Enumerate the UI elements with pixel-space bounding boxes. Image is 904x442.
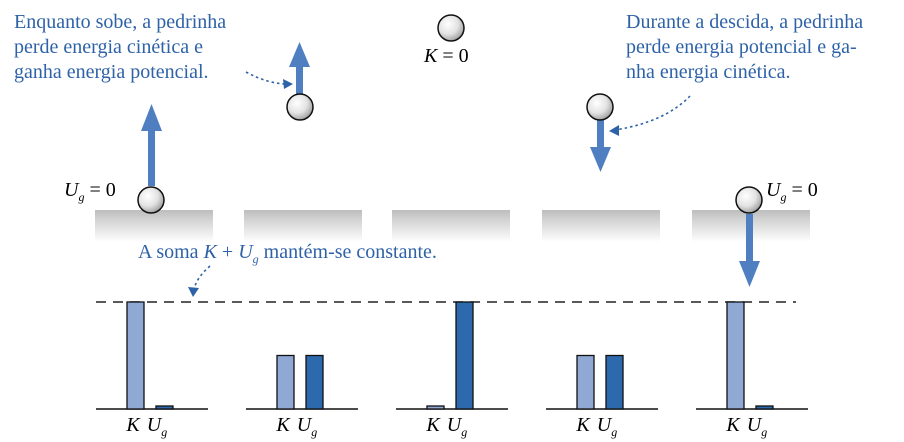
leader-rising-head bbox=[283, 79, 293, 89]
pebble-4 bbox=[586, 93, 614, 121]
pebbles bbox=[137, 14, 763, 214]
pebble-1 bbox=[137, 186, 165, 214]
bar-kinetic bbox=[126, 301, 145, 410]
bar-label-ug: Ug bbox=[447, 414, 467, 439]
sum-plus: + bbox=[216, 241, 239, 263]
bar-label-k: K bbox=[575, 414, 591, 436]
bar-label-k: K bbox=[125, 414, 141, 436]
bar-potential bbox=[305, 354, 324, 410]
bar-potential bbox=[605, 354, 624, 410]
bar-kinetic bbox=[426, 405, 445, 410]
leader-sum-head bbox=[188, 287, 199, 297]
bar-label-k: K bbox=[425, 414, 441, 436]
ground-slabs bbox=[95, 210, 810, 242]
arrow-up-small bbox=[289, 42, 310, 94]
rising-annotation: Enquanto sobe, a pedrinha perde energia … bbox=[14, 11, 227, 83]
bar-kinetic bbox=[276, 354, 295, 410]
bar-label-ug: Ug bbox=[597, 414, 617, 439]
bar-potential bbox=[755, 405, 774, 410]
sum-k: K bbox=[203, 241, 217, 263]
ground-slab-1 bbox=[95, 210, 213, 242]
arrow-up-large bbox=[141, 104, 162, 186]
left-ug-label: Ug = 0 bbox=[64, 179, 116, 204]
sum-prefix: A soma bbox=[138, 241, 204, 263]
bar-label-ug: Ug bbox=[747, 414, 767, 439]
right-ug-label: Ug = 0 bbox=[766, 179, 818, 204]
bar-chart-3: K Ug bbox=[396, 301, 508, 439]
leader-falling-head bbox=[609, 125, 619, 136]
bar-chart-2: K Ug bbox=[246, 354, 358, 439]
bar-kinetic bbox=[576, 354, 595, 410]
leader-rising bbox=[245, 71, 289, 85]
ground-slab-2 bbox=[244, 210, 362, 242]
velocity-arrows bbox=[141, 42, 760, 287]
bar-chart-4: K Ug bbox=[546, 354, 658, 439]
bar-label-ug: Ug bbox=[297, 414, 317, 439]
pebble-2 bbox=[286, 93, 314, 121]
bar-kinetic bbox=[726, 301, 745, 410]
arrow-down-small bbox=[590, 120, 611, 172]
sum-u-sub: g bbox=[252, 252, 259, 266]
bar-label-k: K bbox=[725, 414, 741, 436]
falling-annotation: Durante a descida, a pedrinha perde ener… bbox=[626, 11, 864, 83]
arrow-down-large bbox=[739, 214, 760, 287]
pebble-5 bbox=[735, 186, 763, 214]
leader-sum bbox=[193, 265, 211, 291]
bar-chart-1: K Ug bbox=[96, 301, 208, 439]
sum-annotation: A soma K + Ug mantém-se constante. bbox=[138, 241, 437, 267]
sum-u: U bbox=[238, 241, 253, 263]
leader-lines bbox=[188, 71, 691, 297]
leader-falling bbox=[614, 95, 691, 131]
bar-chart-5: K Ug bbox=[696, 301, 808, 439]
ground-slab-4 bbox=[542, 210, 660, 242]
bar-potential bbox=[155, 405, 174, 410]
pebble-3 bbox=[437, 14, 465, 42]
sum-suffix: mantém-se constante. bbox=[258, 241, 437, 263]
bar-potential bbox=[455, 301, 474, 410]
bar-label-k: K bbox=[275, 414, 291, 436]
bar-label-ug: Ug bbox=[147, 414, 167, 439]
energy-bar-charts: K Ug K Ug K Ug K Ug K Ug bbox=[96, 301, 808, 439]
top-k-label: K = 0 bbox=[423, 45, 469, 67]
ground-slab-3 bbox=[392, 210, 510, 242]
